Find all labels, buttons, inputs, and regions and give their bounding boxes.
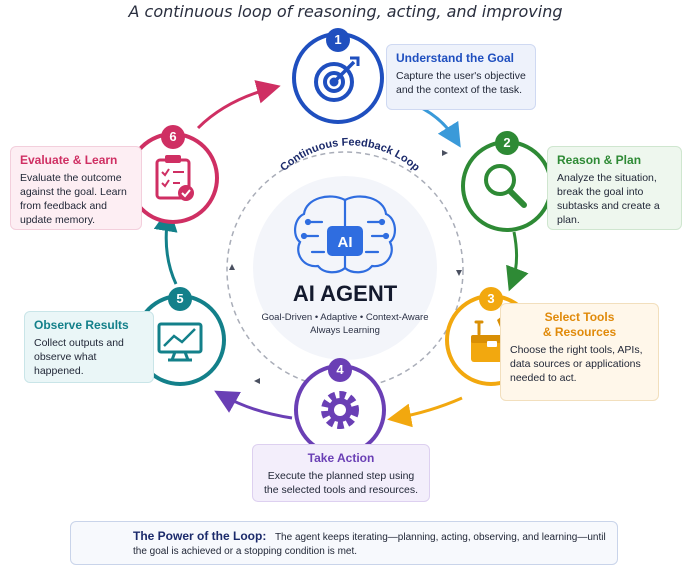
- step-2-description: Analyze the situation, break the goal in…: [557, 172, 660, 226]
- footer-text-block: The Power of the Loop: The agent keeps i…: [133, 529, 613, 559]
- step-4-card: Take Action Execute the planned step usi…: [252, 444, 430, 502]
- center-title: AI AGENT: [292, 281, 398, 306]
- step-1-description: Capture the user's objective and the con…: [396, 70, 526, 96]
- monitor-chart-icon: [157, 322, 203, 362]
- arrow-3-to-4: [387, 396, 463, 428]
- ring-arrow-icon: [442, 150, 448, 156]
- arrow-2-to-3: [506, 231, 529, 292]
- clipboard-check-icon: [155, 155, 194, 201]
- step-1-title: Understand the Goal: [396, 51, 515, 65]
- step-1-badge: 1: [326, 28, 350, 52]
- step-2-node: [461, 140, 553, 232]
- step-3-badge: 3: [479, 287, 503, 311]
- step-6-badge: 6: [161, 125, 185, 149]
- step-3-description: Choose the right tools, APIs, data sourc…: [510, 344, 643, 384]
- gear-icon: [321, 391, 359, 429]
- footer-title: The Power of the Loop:: [133, 529, 267, 543]
- step-4-description: Execute the planned step using the selec…: [263, 470, 419, 496]
- arrow-5-to-6: [153, 207, 178, 285]
- center-tagline: Goal-Driven • Adaptive • Context-Aware A…: [215, 311, 475, 337]
- feedback-ring: [226, 151, 464, 389]
- step-4-title: Take Action: [307, 451, 375, 465]
- step-5-description: Collect outputs and observe what happene…: [34, 337, 124, 377]
- magnifier-icon: [484, 164, 527, 208]
- ai-chip-icon: [327, 226, 363, 256]
- step-6-card: Evaluate & Learn Evaluate the outcome ag…: [10, 146, 142, 230]
- ring-arrow-icon: [456, 270, 462, 276]
- step-6-title: Evaluate & Learn: [20, 153, 118, 167]
- step-5-badge: 5: [168, 287, 192, 311]
- diagram-subtitle: A continuous loop of reasoning, acting, …: [128, 2, 563, 21]
- step-2-badge: 2: [495, 131, 519, 155]
- step-1-card: Understand the Goal Capture the user's o…: [386, 44, 536, 110]
- step-3-title: Select Tools & Resources: [510, 310, 649, 340]
- step-5-title: Observe Results: [34, 318, 129, 332]
- arrow-4-to-5: [214, 390, 293, 420]
- step-3-card: Select Tools & Resources Choose the righ…: [500, 303, 659, 401]
- step-1-node: [292, 32, 384, 124]
- footer-text: The agent keeps iterating—planning, acti…: [133, 532, 606, 557]
- ring-arrow-icon: [229, 264, 235, 270]
- footer-panel: The Power of the Loop: The agent keeps i…: [70, 521, 618, 565]
- ring-arrow-icon: [254, 378, 260, 384]
- arrow-6-to-1: [196, 80, 281, 130]
- step-2-title: Reason & Plan: [557, 153, 642, 167]
- step-3-title-line-2: & Resources: [542, 325, 617, 339]
- target-icon: [314, 56, 360, 102]
- loop-label: Continuous Feedback Loop: [278, 136, 422, 174]
- center-tagline-line-2: Always Learning: [310, 325, 380, 336]
- step-6-description: Evaluate the outcome against the goal. L…: [20, 172, 127, 226]
- step-4-badge: 4: [328, 358, 352, 382]
- step-3-title-line-1: Select Tools: [544, 310, 615, 324]
- center-tagline-line-1: Goal-Driven • Adaptive • Context-Aware: [261, 312, 429, 323]
- step-5-card: Observe Results Collect outputs and obse…: [24, 311, 154, 383]
- ai-chip-text: AI: [338, 234, 353, 251]
- step-2-card: Reason & Plan Analyze the situation, bre…: [547, 146, 682, 230]
